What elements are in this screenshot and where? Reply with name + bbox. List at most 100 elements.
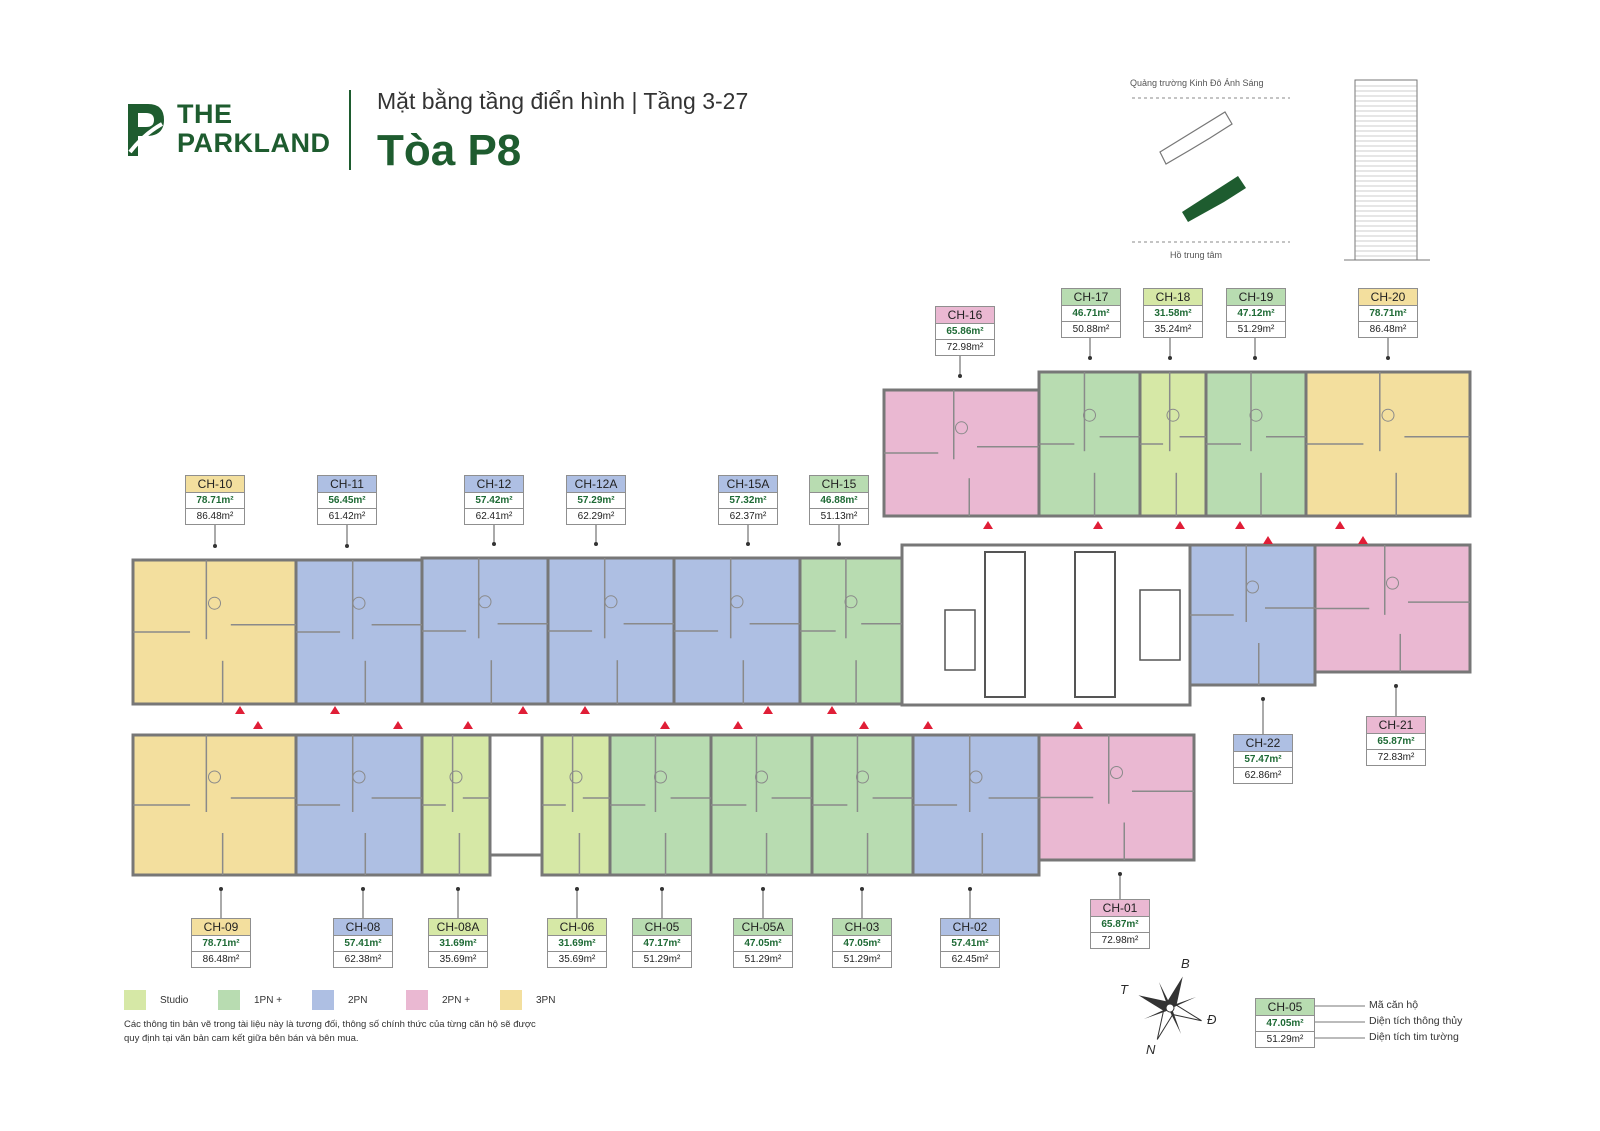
room-walls — [1190, 545, 1315, 685]
room-walls — [133, 560, 296, 704]
unit-net-area: 47.17m² — [633, 936, 691, 952]
room-walls — [1039, 735, 1194, 860]
sample-net-desc: Diện tích thông thủy — [1369, 1015, 1463, 1027]
room-walls — [913, 735, 1039, 875]
compass-rose-icon — [1138, 976, 1202, 1040]
room-walls — [711, 735, 812, 875]
legend-label: 3PN — [536, 994, 556, 1006]
leader-dot — [761, 887, 765, 891]
key-plan-drawing — [1130, 79, 1430, 261]
unit-code: CH-05 — [633, 919, 691, 936]
door-marker — [393, 721, 403, 729]
unit-gross-area: 86.48m² — [196, 511, 234, 522]
unit-code: CH-19 — [1227, 289, 1285, 306]
legend-item: Studio — [124, 990, 198, 1010]
key-plan: Quảng trường Kinh Đô Ánh Sáng Hồ trung t… — [1130, 72, 1460, 272]
legend-swatch — [218, 990, 240, 1010]
unit-net-area: 31.69m² — [429, 936, 487, 952]
room-walls — [296, 560, 422, 704]
page-title: Tòa P8 — [377, 126, 522, 175]
unit-net-area: 57.42m² — [465, 493, 523, 509]
leader-dot — [1118, 872, 1122, 876]
unit-net-area: 47.05m² — [734, 936, 792, 952]
brand-wordmark: THE PARKLAND — [177, 100, 331, 158]
leader-dot — [219, 887, 223, 891]
leader-dot — [1394, 684, 1398, 688]
unit-gross-area: 62.38m² — [344, 954, 382, 965]
unit-gross-area: 35.69m² — [558, 954, 596, 965]
sample-net-area: 47.05m² — [1256, 1016, 1314, 1032]
unit-code: CH-11 — [318, 476, 376, 493]
unit-gross-area: 51.29m² — [843, 954, 881, 965]
unit-net-area: 47.05m² — [833, 936, 891, 952]
leader-dot — [1088, 356, 1092, 360]
legend-swatch — [406, 990, 428, 1010]
door-marker — [518, 706, 528, 714]
unit-code: CH-08A — [429, 919, 487, 936]
legend-label: 2PN + — [442, 994, 471, 1006]
door-marker — [1358, 536, 1368, 544]
sample-leader-lines — [1315, 1005, 1365, 1039]
unit-code: CH-12 — [465, 476, 523, 493]
unit-code: CH-15 — [810, 476, 868, 493]
tower-floor-lines — [1355, 85, 1417, 257]
stair-block — [488, 733, 544, 857]
leader-dot — [746, 542, 750, 546]
leader-dot — [345, 544, 349, 548]
disclaimer-text: Các thông tin bản vẽ trong tài liệu này … — [124, 1019, 536, 1044]
page-subtitle: Mặt bằng tầng điển hình | Tầng 3-27 — [377, 88, 749, 114]
unit-code: CH-03 — [833, 919, 891, 936]
unit-code: CH-09 — [192, 919, 250, 936]
leader-dot — [968, 887, 972, 891]
compass-west: T — [1120, 982, 1128, 997]
legend-swatch — [500, 990, 522, 1010]
room-walls — [542, 735, 610, 875]
unit-net-area: 46.88m² — [810, 493, 868, 509]
room-walls — [1039, 372, 1140, 516]
legend-swatch — [124, 990, 146, 1010]
legend-label: Studio — [160, 994, 189, 1006]
leader-dot — [1386, 356, 1390, 360]
room-walls — [674, 558, 800, 704]
unit-net-area: 31.69m² — [548, 936, 606, 952]
leader-dot — [837, 542, 841, 546]
leader-dot — [213, 544, 217, 548]
unit-code: CH-08 — [334, 919, 392, 936]
core-block — [900, 543, 1192, 707]
unit-net-area: 78.71m² — [192, 936, 250, 952]
unit-gross-area: 51.29m² — [744, 954, 782, 965]
room-walls — [548, 558, 674, 704]
legend-label: 1PN + — [254, 994, 283, 1006]
leader-dot — [456, 887, 460, 891]
unit-net-area: 65.86m² — [936, 324, 994, 340]
sample-gross-area: 51.29m² — [1256, 1032, 1314, 1047]
unit-gross-area: 61.42m² — [328, 511, 366, 522]
leader-dot — [1261, 697, 1265, 701]
unit-net-area: 57.41m² — [334, 936, 392, 952]
unit-gross-area: 62.45m² — [951, 954, 989, 965]
door-marker — [733, 721, 743, 729]
door-marker — [1263, 536, 1273, 544]
leader-dot — [660, 887, 664, 891]
unit-code: CH-17 — [1062, 289, 1120, 306]
unit-gross-area: 35.24m² — [1154, 324, 1192, 335]
sample-unit-code: CH-05 — [1256, 999, 1314, 1016]
legend-item: 1PN + — [218, 990, 292, 1010]
key-plan-top-label: Quảng trường Kinh Đô Ánh Sáng — [1130, 78, 1264, 88]
door-marker — [1175, 521, 1185, 529]
unit-gross-area: 62.37m² — [729, 511, 767, 522]
unit-code: CH-22 — [1234, 735, 1292, 752]
unit-gross-area: 72.98m² — [1101, 935, 1139, 946]
unit-gross-area: 72.83m² — [1377, 752, 1415, 763]
unit-code: CH-10 — [186, 476, 244, 493]
